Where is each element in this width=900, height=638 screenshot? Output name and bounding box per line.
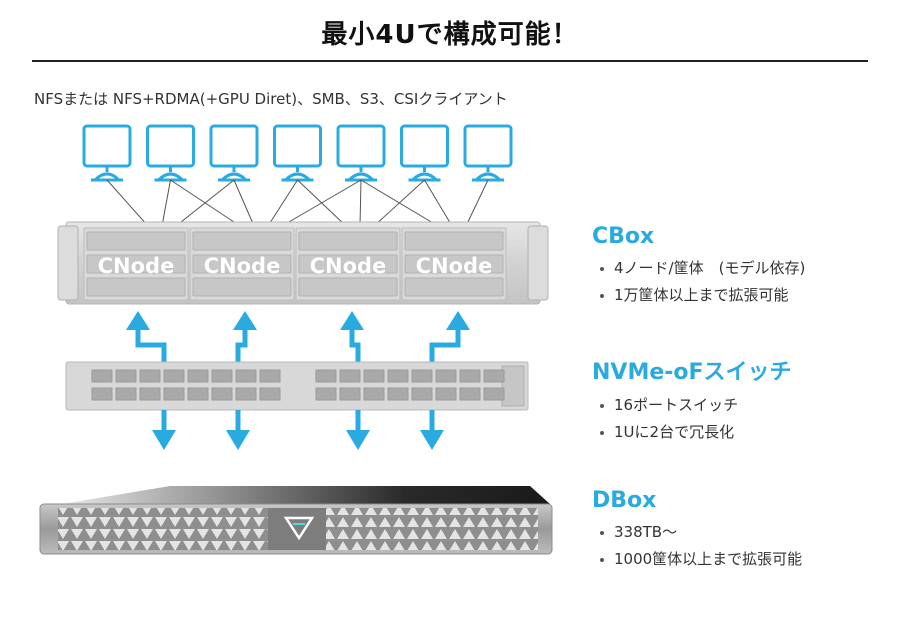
network-link [106,179,149,227]
switch-port [459,369,481,383]
list-item: 4ノード/筐体 (モデル依存) [592,255,805,282]
cnode-label: CNode [416,254,493,278]
switch-port [315,387,337,401]
switch-port [115,369,137,383]
switch-to-cbox-arrows [126,311,470,362]
client-monitor-icon [336,124,386,182]
client-network-links [106,179,489,227]
list-item: 1Uに2台で冗長化 [592,419,792,446]
cnode-bay: CNode [83,227,189,301]
network-link [465,179,489,227]
switch-port [91,387,113,401]
list-item: 1万筐体以上まで拡張可能 [592,282,805,309]
list-item: 1000筐体以上まで拡張可能 [592,546,802,573]
down-arrow-icon [226,410,250,450]
network-link [161,179,171,227]
switch-port [187,369,209,383]
switch-port [363,387,385,401]
switch-port [363,369,385,383]
switch-port [139,369,161,383]
up-arrow-icon [233,311,257,362]
cnode-label: CNode [98,254,175,278]
switch-port [411,369,433,383]
switch-port [435,387,457,401]
switch-port [387,387,409,401]
switch-port [483,387,505,401]
switch-port [315,369,337,383]
up-arrow-icon [340,311,364,362]
down-arrow-icon [420,410,444,450]
client-monitor-icon [146,124,195,182]
client-computers [82,124,513,182]
switch-port [235,387,257,401]
switch-port [115,387,137,401]
switch-port [139,387,161,401]
network-link [424,179,453,227]
switch-port [435,369,457,383]
network-link [359,179,362,227]
list-item: 16ポートスイッチ [592,392,792,419]
switch-port [339,387,361,401]
switch-to-dbox-arrows [152,410,444,450]
switch-port [211,369,233,383]
network-link [373,179,425,227]
dbox-chassis [39,486,553,555]
nvme-switch-chassis [65,361,529,411]
page-title: 最小4Uで構成可能！ [321,20,579,50]
vast-logo-icon [283,516,315,541]
list-item: 338TB～ [592,519,802,546]
switch-port [459,387,481,401]
cbox-info: CBox 4ノード/筐体 (モデル依存) 1万筐体以上まで拡張可能 [592,224,805,309]
client-monitor-icon [82,124,132,182]
up-arrow-icon [126,311,167,362]
dbox-feature-list: 338TB～ 1000筐体以上まで拡張可能 [592,519,802,573]
dbox-heading: DBox [592,488,657,513]
switch-heading: NVMe-oFスイッチ [592,360,792,385]
cbox-feature-list: 4ノード/筐体 (モデル依存) 1万筐体以上まで拡張可能 [592,255,805,309]
client-monitor-icon [463,124,513,182]
network-link [281,179,362,227]
switch-info: NVMe-oFスイッチ 16ポートスイッチ 1Uに2台で冗長化 [592,354,792,446]
switch-port [163,387,185,401]
cnode-label: CNode [204,254,281,278]
client-monitor-icon [400,124,449,182]
switch-port [259,369,281,383]
switch-port [411,387,433,401]
switch-port [387,369,409,383]
client-protocols-label: NFSまたは NFS+RDMA(+GPU Diret)、SMB、S3、CSIクラ… [34,90,508,108]
cnode-bay: CNode [401,227,507,301]
switch-feature-list: 16ポートスイッチ 1Uに2台で冗長化 [592,392,792,446]
client-monitor-icon [209,124,259,182]
switch-port [187,387,209,401]
switch-port [235,369,257,383]
up-arrow-icon [429,311,470,362]
cbox-chassis: CNode CNode CNode CNode [57,221,549,305]
down-arrow-icon [346,410,370,450]
cnode-bay: CNode [189,227,295,301]
switch-port [259,387,281,401]
cnode-bay: CNode [295,227,401,301]
switch-port [339,369,361,383]
network-link [175,179,235,227]
down-arrow-icon [152,410,176,450]
cnode-label: CNode [310,254,387,278]
switch-port [483,369,505,383]
switch-port [211,387,233,401]
dbox-info: DBox 338TB～ 1000筐体以上まで拡張可能 [592,488,802,573]
network-link [233,179,255,227]
network-link [267,179,298,227]
title-divider [32,60,868,62]
cbox-heading: CBox [592,224,655,249]
switch-port [91,369,113,383]
switch-port [163,369,185,383]
client-monitor-icon [273,124,322,182]
